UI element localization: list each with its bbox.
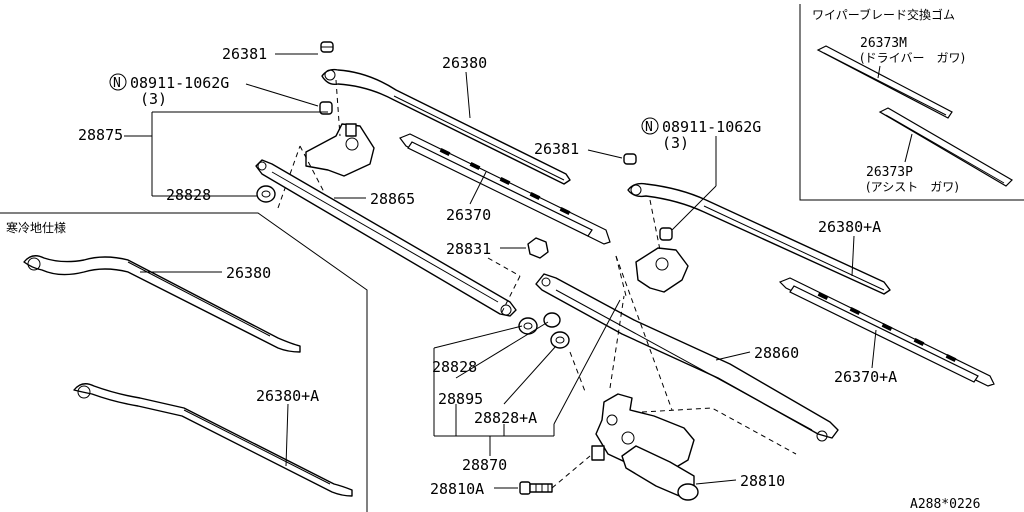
lead-26380-top (465, 71, 471, 119)
bolt-guide (551, 455, 591, 489)
right-pivot-axis (649, 199, 661, 251)
lead-26373P (904, 133, 913, 163)
lead-26380A-cold (285, 403, 289, 467)
label-26381-a: 26381 (222, 45, 267, 63)
group-bracket-28870 (433, 299, 621, 456)
lead-26370 (469, 171, 487, 205)
wiper-motor-28810 (591, 393, 699, 501)
lead-26370A (871, 329, 877, 369)
label-26373M-desc: (ドライバー ガワ) (860, 51, 965, 65)
right-cap-nut-26381 (623, 153, 637, 165)
right-pivot-bracket (635, 247, 689, 293)
motor-bolt-28810A (519, 481, 553, 495)
left-pivot-bracket (305, 123, 375, 177)
label-26380A-cold: 26380+A (256, 387, 319, 405)
label-28828-b: 28828 (432, 358, 477, 376)
label-28895: 28895 (438, 390, 483, 408)
label-28810: 28810 (740, 472, 785, 490)
link-rod-28865 (255, 159, 517, 317)
left-cap-nut-26381 (320, 41, 334, 53)
bushing-guide-3 (569, 351, 587, 395)
right-wiper-arm-26380A (627, 182, 891, 295)
label-08911-b: 08911-1062G (662, 118, 761, 136)
label-08911-a-qty: (3) (140, 90, 167, 108)
left-grommet-28828 (256, 185, 276, 203)
label-28828-a: 28828 (166, 186, 211, 204)
cold-region-title: 寒冷地仕様 (6, 220, 66, 235)
label-28828A: 28828+A (474, 409, 537, 427)
label-26370: 26370 (446, 206, 491, 224)
left-wiper-arm-26380 (321, 68, 571, 185)
cold-region-section: 寒冷地仕様 26380 26380+A (0, 212, 368, 512)
label-28870: 28870 (462, 456, 507, 474)
bushing-28895 (543, 312, 561, 328)
cold-wiper-arm-26380A (73, 383, 353, 497)
grommet-28828-b (518, 317, 538, 335)
lead-26373M (877, 65, 881, 79)
rubber-inset: ワイパーブレード交換ゴム 26373M (ドライバー ガワ) 26373P (ア… (799, 4, 1024, 201)
label-08911-a: 08911-1062G (130, 74, 229, 92)
label-26380A-right: 26380+A (818, 218, 881, 236)
right-pivot-assembly: 26380+A 26381 N 08911-1062G (3) (534, 117, 891, 297)
grommet-guide-a (277, 145, 301, 209)
lead-26381-b (587, 149, 623, 159)
left-pivot-assembly: 26380 26381 N 08911-1062G (3) 28875 (78, 41, 571, 209)
lead-26380A-right (851, 235, 855, 277)
label-26381-b: 26381 (534, 140, 579, 158)
label-26380-cold: 26380 (226, 264, 271, 282)
lead-08911-a (245, 83, 319, 107)
driver-rubber-strip (816, 45, 953, 119)
svg-text:N: N (113, 76, 121, 91)
bushing-guide-2 (499, 275, 521, 317)
label-28865: 28865 (370, 190, 415, 208)
lead-08911-b (669, 185, 717, 233)
label-28875: 28875 (78, 126, 123, 144)
label-26373M: 26373M (860, 36, 907, 51)
label-28810A: 28810A (430, 480, 484, 498)
left-nut-symbol: N (109, 73, 127, 91)
label-26373P-desc: (アシスト ガワ) (866, 180, 959, 194)
assist-rubber-strip (878, 107, 1013, 187)
grommet-28828A (550, 331, 570, 349)
right-pivot-guide (615, 255, 627, 297)
left-pivot-axis (335, 79, 341, 137)
label-26373P: 26373P (866, 165, 913, 180)
label-26380-top: 26380 (442, 54, 487, 72)
left-wiper-blade-26370 (399, 133, 611, 245)
right-nut-symbol: N (641, 117, 659, 135)
diagram-id: A288*0226 (910, 497, 980, 512)
right-pivot-nut (659, 227, 673, 241)
label-28860: 28860 (754, 344, 799, 362)
svg-text:N: N (645, 120, 653, 135)
lead-28810 (695, 479, 737, 485)
bushing-guide-1 (487, 257, 521, 277)
label-08911-b-qty: (3) (662, 134, 689, 152)
lead-28860 (715, 351, 751, 361)
bushing-28831 (527, 237, 549, 259)
cold-region-border (0, 212, 368, 512)
label-26370A: 26370+A (834, 368, 897, 386)
motor-axis (609, 295, 625, 389)
right-wiper-blade-26370A (778, 277, 995, 387)
inset-title: ワイパーブレード交換ゴム (812, 7, 955, 22)
left-pivot-nut (319, 101, 333, 115)
label-28831: 28831 (446, 240, 491, 258)
right-blade-teeth (817, 292, 957, 362)
left-blade-teeth (439, 148, 571, 215)
inset-border (799, 4, 1024, 201)
cold-wiper-arm-26380 (23, 255, 301, 353)
bushing-guide-4 (615, 255, 673, 411)
